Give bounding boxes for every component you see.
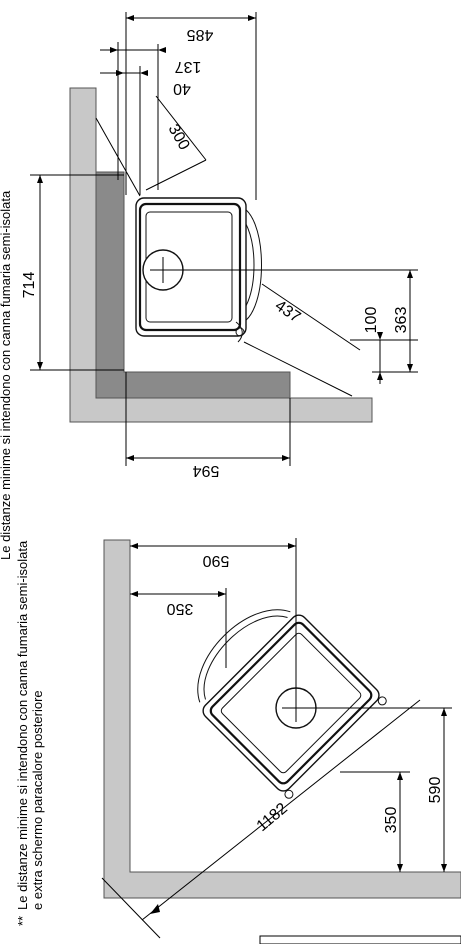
- note-line-3: e extra schermo paracalore posteriore: [30, 690, 45, 910]
- dim-590-bottom: 590: [427, 777, 444, 804]
- top-view-diagram: 485 137 40 300 714 437 10: [21, 12, 418, 479]
- dim-100: 100: [363, 307, 380, 334]
- stove-top-view: [135, 197, 262, 343]
- wall-outer: [69, 87, 373, 423]
- dim-437: 437: [272, 297, 304, 326]
- note-line-2: Le distanze minime si intendono con cann…: [15, 540, 30, 910]
- dim-137: 137: [175, 58, 202, 75]
- dim-350-bottom: 350: [383, 807, 400, 834]
- dim-714: 714: [21, 272, 38, 299]
- heat-shield: [95, 171, 291, 399]
- dim-485: 485: [187, 26, 214, 43]
- corner-wall: [103, 539, 461, 899]
- note-marker: **: [15, 916, 30, 926]
- dim-1182: 1182: [254, 800, 291, 835]
- dim-363: 363: [393, 307, 410, 334]
- corner-view-diagram: 590 350 1182 350 590: [101, 538, 461, 939]
- dim-40: 40: [173, 80, 191, 97]
- bottom-frame: [259, 935, 461, 944]
- notes-block: Le distanze minime si intendono con cann…: [0, 190, 45, 926]
- dim-594: 594: [193, 462, 220, 479]
- stove-corner-view: [197, 609, 387, 799]
- dim-350-top: 350: [167, 600, 194, 617]
- dim-590-top: 590: [203, 552, 230, 569]
- note-line-1: Le distanze minime si intendono con cann…: [0, 190, 13, 560]
- dim-300: 300: [165, 122, 193, 154]
